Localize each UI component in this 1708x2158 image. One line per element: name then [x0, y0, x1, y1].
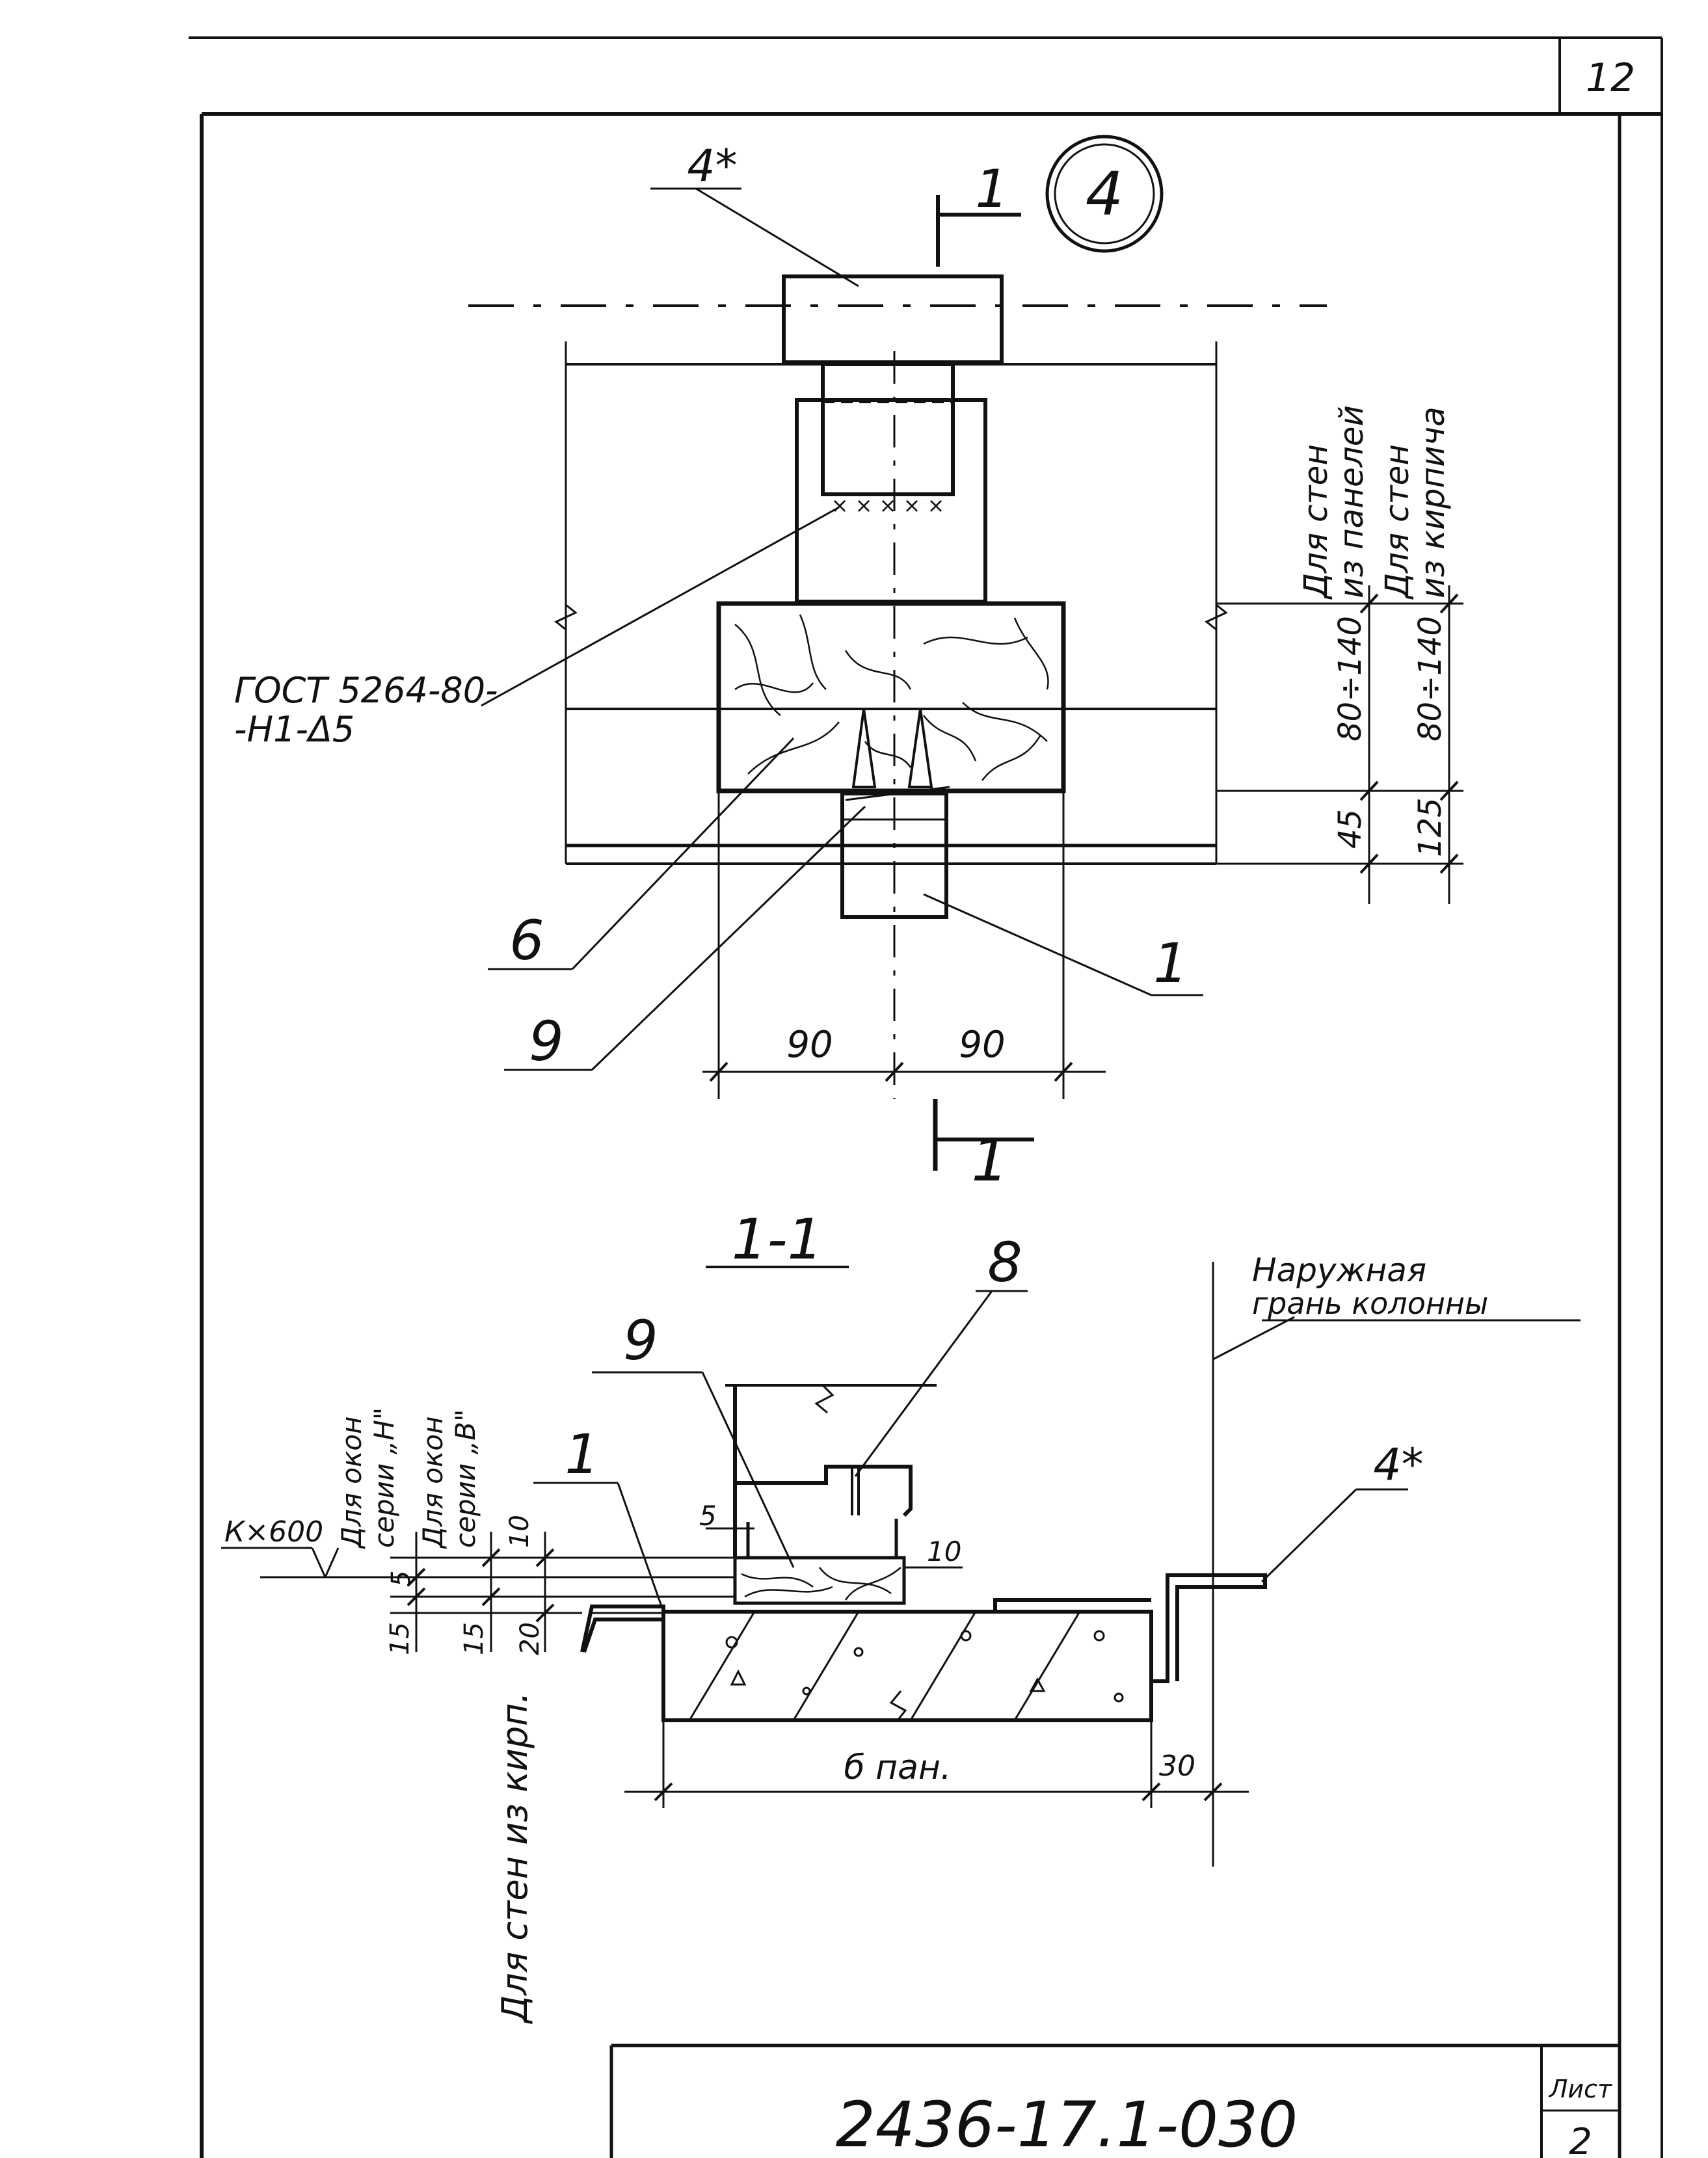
- mark-k600: К×600: [224, 1515, 323, 1549]
- plate-4star: [782, 274, 1004, 364]
- angle-4star: [1151, 1573, 1267, 1683]
- section-label-9: 9: [623, 1309, 658, 1372]
- concrete-panel: [661, 1610, 1153, 1722]
- drawing-code: 2436-17.1-030: [836, 2088, 1298, 2158]
- plan-label-4star: 4*: [687, 140, 737, 192]
- dim-b-pan: б пан.: [844, 1748, 952, 1787]
- dim-90-left: 90: [786, 1024, 833, 1066]
- windows-n-2: серии „Н": [368, 1407, 400, 1548]
- svg-text:× × × × ×: × × × × ×: [831, 493, 945, 518]
- plan-label-9: 9: [529, 1009, 563, 1073]
- plan-label-1: 1: [1153, 931, 1188, 995]
- brick-note: Для стен из кирп.: [494, 1692, 535, 2024]
- section-mark-bottom: 1: [971, 1126, 1008, 1195]
- dim-10-insulation: 10: [927, 1536, 961, 1567]
- insulation-block: [716, 601, 1066, 793]
- section-label-1: 1: [565, 1422, 599, 1486]
- dim-80-140-b: 80÷140: [1412, 616, 1448, 741]
- dim-15-mid: 15: [459, 1622, 489, 1655]
- plan-label-6: 6: [509, 909, 544, 972]
- sheet-value: 2: [1569, 2121, 1592, 2158]
- note-panels-1: Для стен: [1297, 444, 1335, 600]
- plan-view: × × × × ×: [468, 135, 1463, 1171]
- dim-45: 45: [1332, 809, 1368, 849]
- dim-5-left: 5: [386, 1571, 416, 1587]
- section-metal-plate: [580, 1598, 1151, 1653]
- gost-line-1: ГОСТ 5264-80-: [234, 670, 498, 711]
- node-circle-outer: [1045, 135, 1164, 253]
- outer-face-2: грань колонны: [1252, 1286, 1488, 1321]
- windows-v-2: серии „В": [449, 1409, 481, 1548]
- dim-90-right: 90: [959, 1024, 1005, 1066]
- windows-v-1: Для окон: [417, 1417, 449, 1550]
- note-panels-2: из панелей: [1333, 405, 1370, 598]
- dim-20: 20: [515, 1622, 545, 1655]
- node-number: 4: [1086, 159, 1124, 229]
- section-mark-top: 1: [976, 159, 1009, 219]
- node-circle-inner: [1054, 143, 1155, 245]
- sheet-label: Лист: [1548, 2075, 1613, 2103]
- dim-15-left: 15: [385, 1622, 415, 1655]
- sheet-frame: [189, 36, 1663, 2158]
- section-label-8: 8: [987, 1231, 1022, 1294]
- windows-n-1: Для окон: [336, 1417, 367, 1550]
- dim-80-140-a: 80÷140: [1332, 616, 1368, 741]
- section-title: 1-1: [732, 1207, 823, 1272]
- dim-125: 125: [1412, 797, 1448, 857]
- page-number: 12: [1586, 55, 1635, 101]
- section-label-4star: 4*: [1373, 1439, 1423, 1491]
- note-bricks-2: из кирпича: [1414, 406, 1452, 598]
- dim-30: 30: [1159, 1750, 1195, 1783]
- dim-10-left: 10: [505, 1515, 535, 1548]
- gost-line-2: -Н1-Δ5: [234, 709, 354, 750]
- section-view: [221, 1262, 1581, 1867]
- note-bricks-1: Для стен: [1378, 444, 1416, 600]
- dim-5-insulation: 5: [699, 1500, 717, 1532]
- outer-face-1: Наружная: [1252, 1251, 1426, 1289]
